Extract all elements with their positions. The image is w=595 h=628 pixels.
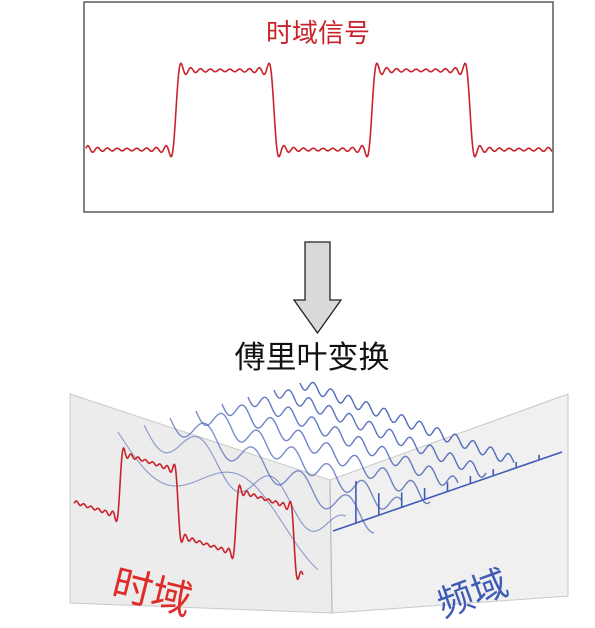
panel-title: 时域信号 xyxy=(266,19,370,49)
square-wave-signal xyxy=(85,62,553,158)
transform-label: 傅里叶变换 xyxy=(235,340,390,376)
frequency-domain-plane xyxy=(329,393,569,614)
sine-component-5 xyxy=(221,403,431,505)
sine-components xyxy=(117,381,515,571)
transform-arrow xyxy=(292,241,343,335)
sine-component-1 xyxy=(117,431,319,571)
plane-edge xyxy=(329,479,333,614)
time-frequency-3d-view xyxy=(69,381,569,614)
down-arrow-icon xyxy=(292,241,343,335)
frequency-spectrum xyxy=(332,451,563,532)
sine-component-8 xyxy=(299,381,515,463)
time-domain-square-wave xyxy=(73,446,304,581)
sine-component-3 xyxy=(169,417,375,534)
time-domain-plane xyxy=(69,393,333,614)
time-signal-panel: 时域信号 xyxy=(83,1,554,213)
sine-component-6 xyxy=(247,396,459,486)
panel-frame xyxy=(83,1,554,213)
sine-component-7 xyxy=(273,389,487,478)
sine-component-4 xyxy=(195,410,403,510)
sine-component-2 xyxy=(143,424,347,532)
